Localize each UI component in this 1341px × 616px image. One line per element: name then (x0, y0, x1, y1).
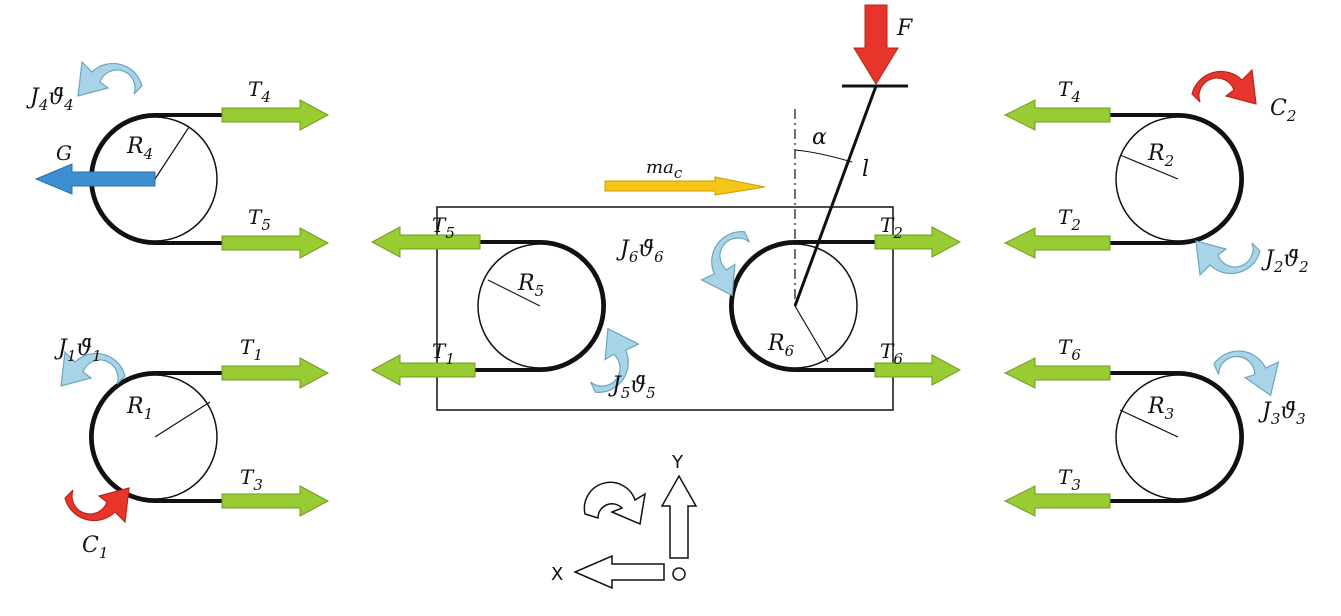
label-r5: R5 (517, 271, 544, 300)
radius-r5-line (487, 279, 541, 307)
radius-r6-line (794, 305, 829, 363)
tension-arrow-t1-center (370, 354, 476, 386)
label-t1-left: T1 (240, 335, 263, 364)
pulley-r4: R4 G (34, 113, 225, 245)
label-c2: C2 (1270, 96, 1296, 125)
label-axis-x: X (551, 564, 563, 585)
label-j1: J1ϑ̈1 (54, 336, 102, 365)
radius-r3-line (1119, 409, 1179, 438)
tension-arrow-t6-center (874, 354, 962, 386)
label-length: l (862, 157, 869, 182)
coordinate-axes (573, 474, 698, 590)
inertia-force-arrow (604, 176, 766, 196)
label-t2-center: T2 (880, 213, 903, 242)
axis-origin (672, 567, 686, 581)
pendulum-rod (793, 85, 878, 307)
tension-arrow-t2-right (1003, 227, 1111, 259)
tension-arrow-t4-left (221, 99, 330, 131)
label-j4: J4ϑ̈4 (26, 85, 74, 114)
gravity-arrow (34, 163, 156, 195)
label-r1: R1 (126, 394, 153, 423)
label-gravity: G (56, 141, 72, 165)
radius-r4-line (154, 126, 190, 180)
label-t6-right: T6 (1058, 335, 1081, 364)
moment-arrow-j4 (77, 61, 143, 97)
angle-arc (794, 149, 853, 163)
tension-arrow-t3-left (221, 485, 330, 517)
pulley-r2: R2 (1108, 113, 1244, 245)
tension-arrow-t1-left (221, 357, 330, 389)
rotation-direction-icon (583, 481, 647, 526)
belt-r5 (470, 240, 606, 372)
cart-frame (436, 206, 894, 411)
label-j3: J3ϑ̈3 (1258, 399, 1306, 428)
label-angle: α (812, 125, 827, 150)
tension-arrow-t2-center (874, 226, 962, 258)
label-j6: J6ϑ̈6 (616, 237, 664, 266)
force-arrow (853, 4, 899, 85)
pulley-r3: R3 (1108, 371, 1244, 503)
label-t5-left: T5 (248, 205, 271, 234)
tension-arrow-t5-center (370, 226, 481, 258)
label-t4-left: T4 (248, 77, 271, 106)
label-r6: R6 (767, 331, 795, 360)
pulley-r6: R6 (729, 240, 875, 372)
label-r2: R2 (1147, 141, 1174, 170)
label-t5-center: T5 (432, 213, 455, 242)
label-t4-right: T4 (1058, 77, 1081, 106)
label-inertia-force: mac (646, 157, 683, 182)
belt-r1 (89, 371, 225, 503)
tension-arrow-t5-left (221, 227, 330, 259)
label-axis-y: Y (671, 452, 684, 473)
belt-r6 (729, 240, 875, 372)
radius-r2-line (1119, 154, 1179, 180)
pulley-r1: R1 (89, 371, 225, 503)
belt-r2 (1108, 113, 1244, 245)
tension-arrow-t3-right (1003, 485, 1111, 517)
tension-arrow-t4-right (1003, 99, 1111, 131)
label-t3-right: T3 (1058, 465, 1081, 494)
label-r4: R4 (126, 134, 153, 163)
label-t3-left: T3 (240, 465, 263, 494)
tension-arrow-t6-right (1003, 357, 1111, 389)
label-force: F (896, 16, 913, 41)
label-t2-right: T2 (1058, 205, 1081, 234)
label-r3: R3 (1147, 394, 1174, 423)
label-t1-center: T1 (432, 339, 455, 368)
pulley-r5: R5 (470, 240, 606, 372)
torque-arrow-c2 (1191, 69, 1257, 105)
axis-y-arrow (660, 474, 698, 559)
label-t6-center: T6 (880, 339, 903, 368)
label-j5: J5ϑ̈5 (608, 373, 656, 402)
label-c1: C1 (82, 533, 108, 562)
axis-x-arrow (573, 554, 665, 590)
moment-arrow-j6 (699, 222, 755, 296)
radius-r1-line (154, 401, 211, 438)
belt-r3 (1108, 371, 1244, 503)
torque-arrow-c1 (64, 487, 130, 523)
label-j2: J2ϑ̈2 (1261, 247, 1309, 276)
moment-arrow-j2 (1195, 240, 1261, 276)
